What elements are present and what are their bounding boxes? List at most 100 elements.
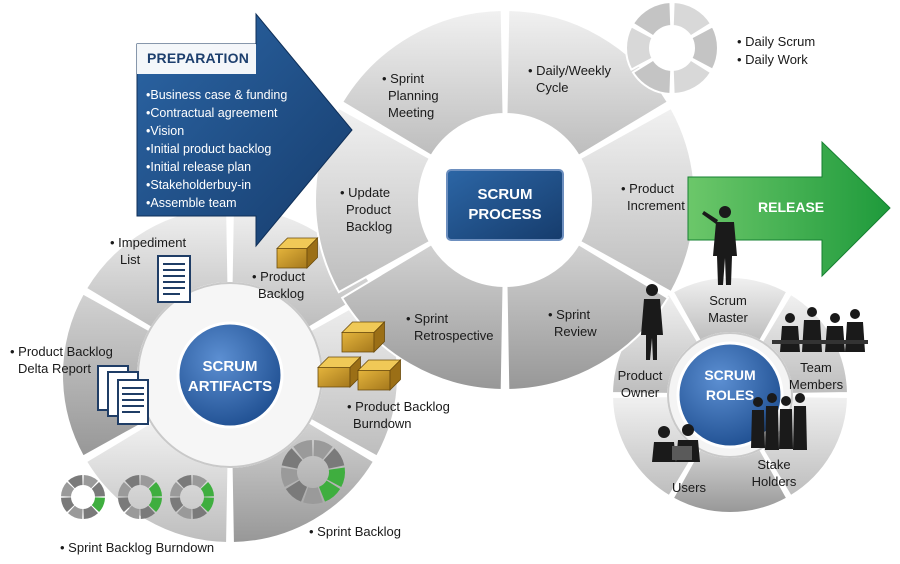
scrum-master-label: Scrum Master: [700, 292, 756, 326]
process-ring-segment: [505, 242, 670, 391]
burndown-donut-segment: [285, 480, 308, 502]
stakeholders-silhouette-icon: [751, 393, 807, 450]
sprint-retrospective-label: • Sprint Retrospective: [406, 310, 493, 344]
burndown-donut-segment: [200, 497, 214, 513]
preparation-item: •Business case & funding: [146, 88, 288, 102]
retro-line2: Retrospective: [414, 328, 494, 343]
sprint-burndown-donuts: [61, 440, 345, 519]
daily-ring-segment: [671, 58, 713, 96]
preparation-item: •Stakeholderbuy-in: [146, 178, 252, 192]
burndown-donut-segment: [83, 475, 99, 489]
increment-line1: • Product: [621, 181, 674, 196]
daily-ring-segment: [631, 58, 673, 96]
team-line1: Team: [800, 360, 832, 375]
review-line1: • Sprint: [548, 307, 591, 322]
scrum-roles-label: SCRUM ROLES: [690, 365, 770, 405]
burndown-donut-segment: [192, 505, 208, 519]
burndown-donut-segment: [61, 481, 75, 497]
burndown-donut-segment: [281, 448, 303, 469]
backlog-box-icon: [276, 248, 308, 269]
impediment-list-document-icon: [157, 255, 191, 303]
burndown-donut-segment: [176, 475, 192, 489]
burndown-donut-segment: [281, 467, 299, 488]
burndown-donut-segment: [176, 505, 192, 519]
team-members-silhouette-icon: [772, 307, 868, 352]
scrum-master-line2: Master: [708, 310, 748, 325]
burndown-donut-segment: [293, 440, 313, 460]
preparation-item: •Contractual agreement: [146, 106, 278, 120]
burndown-donut-segment: [91, 497, 105, 513]
cycle-line2: Cycle: [536, 80, 569, 95]
backlog-box-icon: [357, 370, 391, 391]
sprint-review-label: • Sprint Review: [548, 306, 597, 340]
impediment-list-label: • Impediment List: [110, 234, 186, 268]
scrum-process-line1: SCRUM: [477, 186, 533, 203]
burndown-donut-segment: [313, 440, 333, 460]
backlog-boxes-group: [276, 237, 402, 391]
scrum-process-line2: PROCESS: [468, 206, 542, 223]
burndown-donut-segment: [170, 481, 184, 497]
burndown-donut-segment: [303, 487, 323, 504]
sprint-backlog-burndown-label: • Sprint Backlog Burndown: [60, 540, 215, 555]
burndown-donut-segment: [67, 475, 83, 489]
product-owner-label: Product Owner: [612, 367, 668, 401]
users-silhouette-icon: [652, 424, 700, 462]
preparation-item: •Assemble team: [146, 196, 237, 210]
daily-ring-segment: [625, 25, 654, 71]
delta-line1: • Product Backlog: [10, 344, 113, 359]
preparation-title: PREPARATION: [147, 50, 250, 66]
scrum-roles-line1: SCRUM: [704, 367, 756, 383]
increment-line2: Increment: [627, 198, 685, 213]
sprint-planning-line1: • Sprint: [382, 71, 425, 86]
burndown-donut-segment: [118, 497, 132, 513]
burndown-donut-segment: [118, 481, 132, 497]
daily-work-label: • Daily Work: [737, 52, 808, 67]
owner-line1: Product: [617, 368, 663, 383]
process-ring-segment: [505, 9, 670, 158]
update-line2: Product: [346, 202, 391, 217]
burndown-donut-segment: [148, 497, 162, 513]
product-increment-label: • Product Increment: [621, 180, 685, 214]
scrum-artifacts-label: SCRUM ARTIFACTS: [180, 357, 280, 397]
product-backlog-line2: Backlog: [258, 286, 305, 301]
scrum-master-silhouette-icon: [702, 206, 737, 285]
stake-line1: Stake: [757, 457, 791, 472]
sprint-backlog-label: • Sprint Backlog: [309, 524, 401, 539]
product-owner-silhouette-icon: [641, 284, 663, 360]
scrum-artifacts-line1: SCRUM: [202, 358, 258, 375]
process-ring-segment: [578, 106, 696, 294]
preparation-list: •Business case & funding •Contractual ag…: [146, 86, 287, 212]
stake-line2: Holders: [751, 474, 797, 489]
backlog-box-icon: [373, 321, 385, 353]
daily-ring-segment: [631, 0, 673, 38]
update-line3: Backlog: [346, 219, 393, 234]
backlog-box-icon: [341, 332, 375, 353]
burndown-donut-segment: [323, 448, 345, 469]
impediment-line1: • Impediment: [110, 235, 187, 250]
team-members-label: Team Members: [784, 359, 848, 393]
product-backlog-label: • Product Backlog: [252, 268, 305, 302]
product-backlog-line1: • Product: [252, 269, 305, 284]
release-arrow: [687, 140, 891, 278]
burndown-donut-segment: [124, 505, 140, 519]
sprint-planning-line2: Planning: [388, 88, 439, 103]
burndown-donut-segment: [140, 505, 156, 519]
burndown-donut-segment: [192, 475, 208, 489]
daily-ring-segment: [690, 25, 719, 71]
daily-scrum-label: • Daily Scrum: [737, 34, 816, 49]
update-line1: • Update: [340, 185, 391, 200]
preparation-item: •Initial product backlog: [146, 142, 272, 156]
burndown-donut-segment: [61, 497, 75, 513]
product-backlog-burndown-label: • Product Backlog Burndown: [347, 398, 450, 432]
burndown-donut-segment: [148, 481, 162, 497]
scrum-master-line1: Scrum: [709, 293, 747, 308]
burndown-donut-segment: [327, 467, 345, 488]
daily-ring-segment: [671, 0, 713, 38]
sprint-planning-label: • Sprint Planning Meeting: [382, 70, 439, 121]
scrum-process-label: SCRUM PROCESS: [447, 185, 563, 225]
daily-scrum-mini-ring: [625, 0, 719, 96]
burndown-donut-segment: [140, 475, 156, 489]
sprint-planning-line3: Meeting: [388, 105, 435, 120]
users-label: Users: [672, 480, 706, 495]
